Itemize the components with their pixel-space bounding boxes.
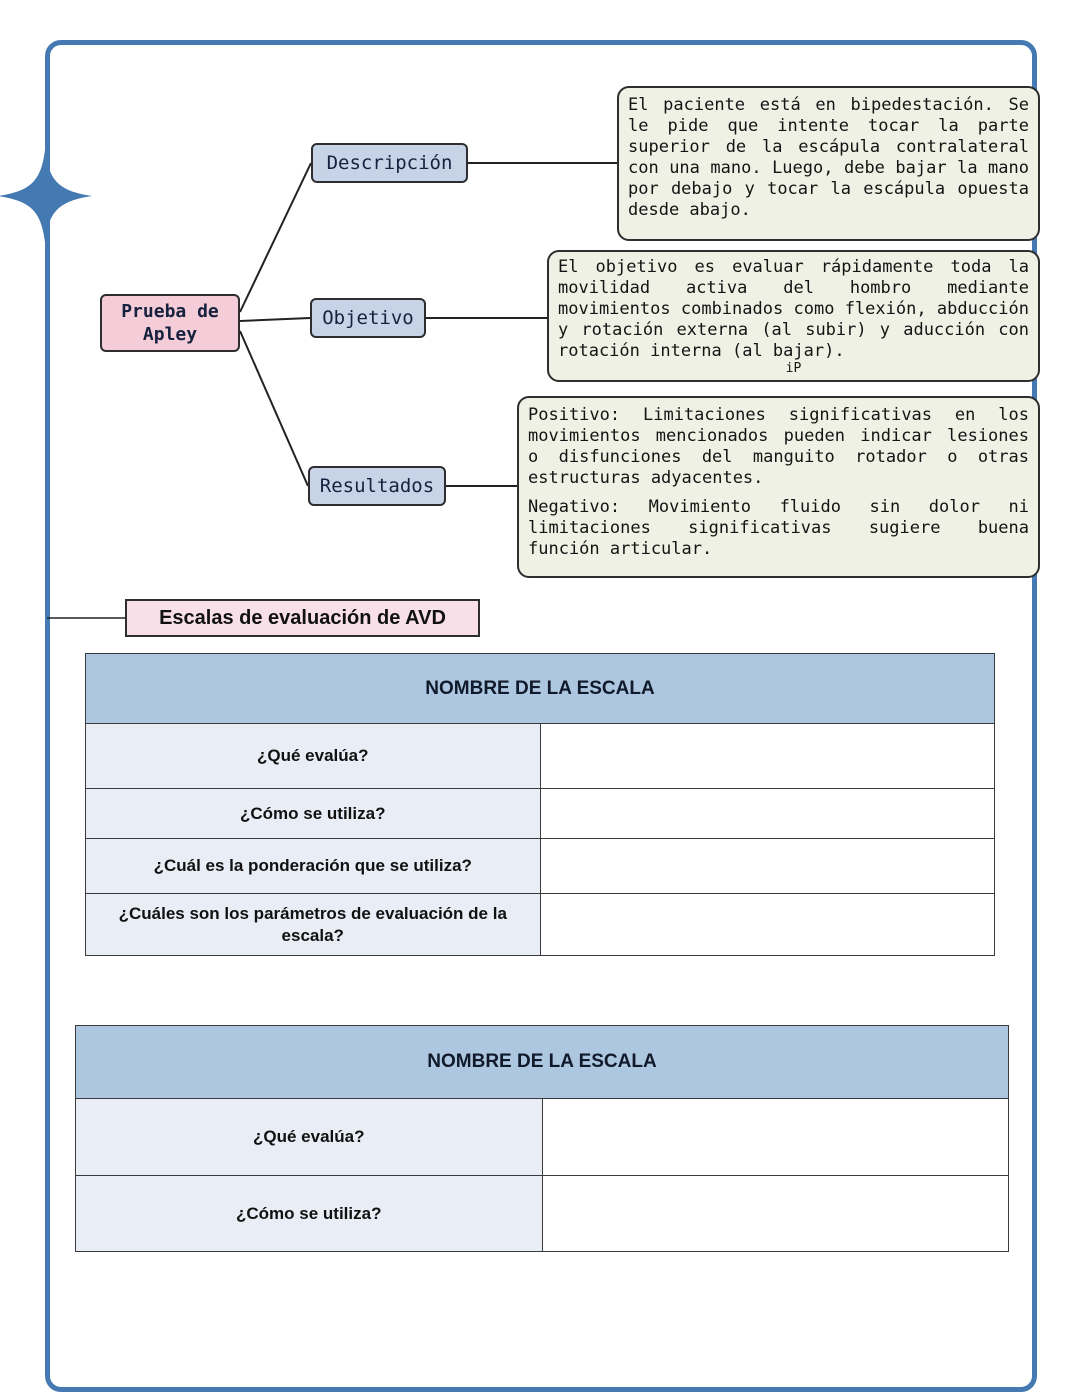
table-1-header: NOMBRE DE LA ESCALA [85,653,995,724]
mindmap-branch-objetivo: Objetivo [310,298,426,338]
row-value-empty [539,838,995,894]
row-label: ¿Cuál es la ponderación que se utiliza? [85,838,541,894]
row-label: ¿Cuáles son los parámetros de evaluación… [85,893,541,956]
row-value-empty [541,1098,1009,1176]
note-objetivo-text: El objetivo es evaluar rápidamente toda … [558,257,1029,362]
row-value-empty [541,1175,1009,1252]
note-objetivo-footnote: iP [785,361,802,377]
table-row: ¿Qué evalúa? [85,723,995,789]
avd-table-2: NOMBRE DE LA ESCALA ¿Qué evalúa? ¿Cómo s… [75,1025,1009,1252]
note-resultados: Positivo: Limitaciones significativas en… [517,396,1040,578]
table-row: ¿Cómo se utiliza? [75,1175,1009,1252]
mindmap-root-node: Prueba de Apley [100,294,240,352]
table-row: ¿Cómo se utiliza? [85,788,995,839]
page-border [45,40,1037,1392]
table-row: ¿Qué evalúa? [75,1098,1009,1176]
table-row: ¿Cuál es la ponderación que se utiliza? [85,838,995,894]
row-value-empty [539,723,995,789]
mindmap-branch-resultados: Resultados [308,466,446,506]
avd-table-1: NOMBRE DE LA ESCALA ¿Qué evalúa? ¿Cómo s… [85,653,995,956]
row-label: ¿Cómo se utiliza? [85,788,541,839]
note-descripcion-text: El paciente está en bipedestación. Se le… [628,95,1029,221]
note-resultados-positivo: Positivo: Limitaciones significativas en… [528,405,1029,489]
row-value-empty [539,788,995,839]
row-label: ¿Qué evalúa? [75,1098,543,1176]
section-title: Escalas de evaluación de AVD [125,599,480,637]
note-resultados-negativo: Negativo: Movimiento fluido sin dolor ni… [528,497,1029,560]
table-2-header: NOMBRE DE LA ESCALA [75,1025,1009,1099]
row-label: ¿Cómo se utiliza? [75,1175,543,1252]
note-descripcion: El paciente está en bipedestación. Se le… [617,86,1040,241]
mindmap-branch-descripcion: Descripción [311,143,468,183]
row-label: ¿Qué evalúa? [85,723,541,789]
table-row: ¿Cuáles son los parámetros de evaluación… [85,893,995,956]
note-objetivo: El objetivo es evaluar rápidamente toda … [547,250,1040,382]
row-value-empty [539,893,995,956]
